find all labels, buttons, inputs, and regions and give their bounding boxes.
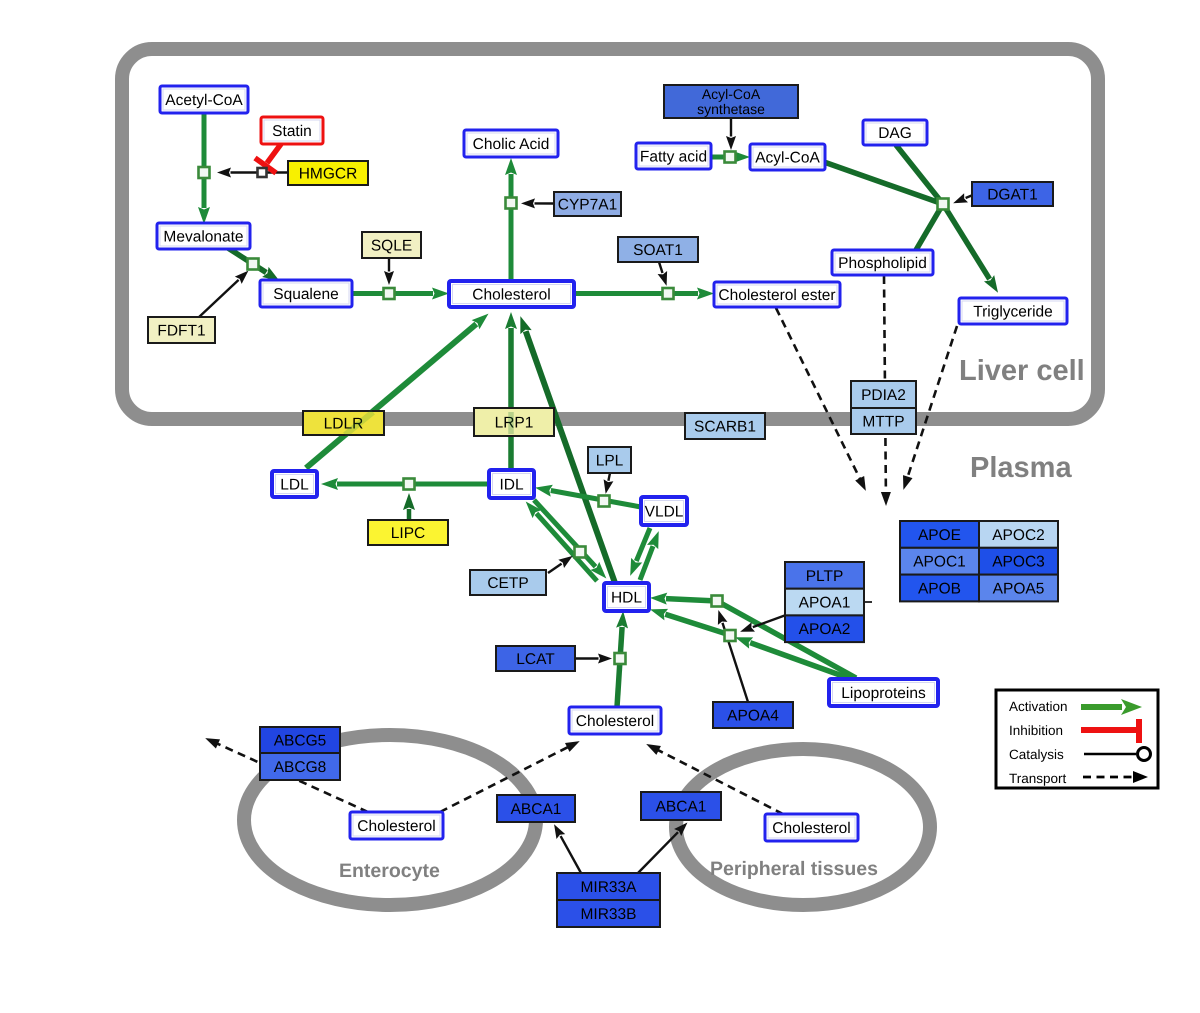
svg-text:Inhibition: Inhibition <box>1009 723 1063 738</box>
svg-text:Liver cell: Liver cell <box>959 355 1085 387</box>
svg-text:LPL: LPL <box>596 452 624 469</box>
svg-text:Cholesterol: Cholesterol <box>772 820 850 837</box>
svg-text:LDL: LDL <box>280 476 309 493</box>
svg-text:HMGCR: HMGCR <box>299 165 358 182</box>
svg-text:ABCA1: ABCA1 <box>511 801 562 818</box>
svg-text:LDLR: LDLR <box>324 415 364 432</box>
svg-text:HDL: HDL <box>611 589 642 606</box>
svg-text:PDIA2: PDIA2 <box>861 387 906 404</box>
svg-text:Statin: Statin <box>272 123 312 140</box>
svg-text:APOB: APOB <box>918 580 961 597</box>
svg-text:MIR33A: MIR33A <box>581 879 638 896</box>
svg-text:Cholic Acid: Cholic Acid <box>473 136 550 153</box>
svg-text:Catalysis: Catalysis <box>1009 747 1064 762</box>
svg-text:Activation: Activation <box>1009 699 1068 714</box>
svg-text:Acyl-CoA: Acyl-CoA <box>702 86 761 102</box>
svg-text:Phospholipid: Phospholipid <box>838 255 927 272</box>
svg-text:APOA5: APOA5 <box>993 580 1045 597</box>
svg-text:APOA1: APOA1 <box>799 594 851 611</box>
svg-text:Cholesterol: Cholesterol <box>357 818 435 835</box>
svg-text:Cholesterol: Cholesterol <box>472 286 550 303</box>
svg-text:APOA4: APOA4 <box>727 707 779 724</box>
svg-text:CETP: CETP <box>487 575 528 592</box>
svg-text:ABCG8: ABCG8 <box>274 759 327 776</box>
svg-text:Fatty acid: Fatty acid <box>640 148 707 165</box>
svg-text:APOC3: APOC3 <box>992 554 1045 571</box>
svg-text:CYP7A1: CYP7A1 <box>558 196 617 213</box>
svg-text:DAG: DAG <box>878 125 912 142</box>
svg-text:FDFT1: FDFT1 <box>157 322 205 339</box>
svg-text:Squalene: Squalene <box>273 286 339 303</box>
svg-text:Acyl-CoA: Acyl-CoA <box>755 149 820 166</box>
svg-text:Transport: Transport <box>1009 771 1067 786</box>
svg-text:SOAT1: SOAT1 <box>633 242 683 259</box>
svg-text:APOE: APOE <box>918 527 961 544</box>
svg-text:ABCG5: ABCG5 <box>274 732 327 749</box>
svg-text:SQLE: SQLE <box>371 237 412 254</box>
svg-text:APOC1: APOC1 <box>913 554 966 571</box>
svg-text:ABCA1: ABCA1 <box>656 798 707 815</box>
svg-text:Triglyceride: Triglyceride <box>973 303 1053 320</box>
svg-text:Peripheral tissues: Peripheral tissues <box>710 858 878 880</box>
svg-text:Cholesterol: Cholesterol <box>576 713 654 730</box>
svg-text:DGAT1: DGAT1 <box>987 186 1038 203</box>
svg-text:MIR33B: MIR33B <box>581 906 637 923</box>
svg-text:LIPC: LIPC <box>391 525 425 542</box>
svg-text:IDL: IDL <box>499 476 524 493</box>
svg-text:Mevalonate: Mevalonate <box>163 228 243 245</box>
svg-text:PLTP: PLTP <box>806 568 844 585</box>
svg-text:APOA2: APOA2 <box>799 621 851 638</box>
svg-text:SCARB1: SCARB1 <box>694 418 756 435</box>
svg-text:Plasma: Plasma <box>970 452 1072 484</box>
svg-text:Enterocyte: Enterocyte <box>339 860 440 882</box>
svg-text:VLDL: VLDL <box>645 503 684 520</box>
svg-text:Acetyl-CoA: Acetyl-CoA <box>165 92 243 109</box>
svg-text:MTTP: MTTP <box>862 413 904 430</box>
svg-text:LCAT: LCAT <box>516 651 555 668</box>
svg-text:APOC2: APOC2 <box>992 527 1045 544</box>
svg-text:synthetase: synthetase <box>697 101 765 117</box>
svg-text:LRP1: LRP1 <box>495 414 534 431</box>
svg-text:Cholesterol ester: Cholesterol ester <box>718 287 835 304</box>
svg-text:Lipoproteins: Lipoproteins <box>841 685 926 702</box>
